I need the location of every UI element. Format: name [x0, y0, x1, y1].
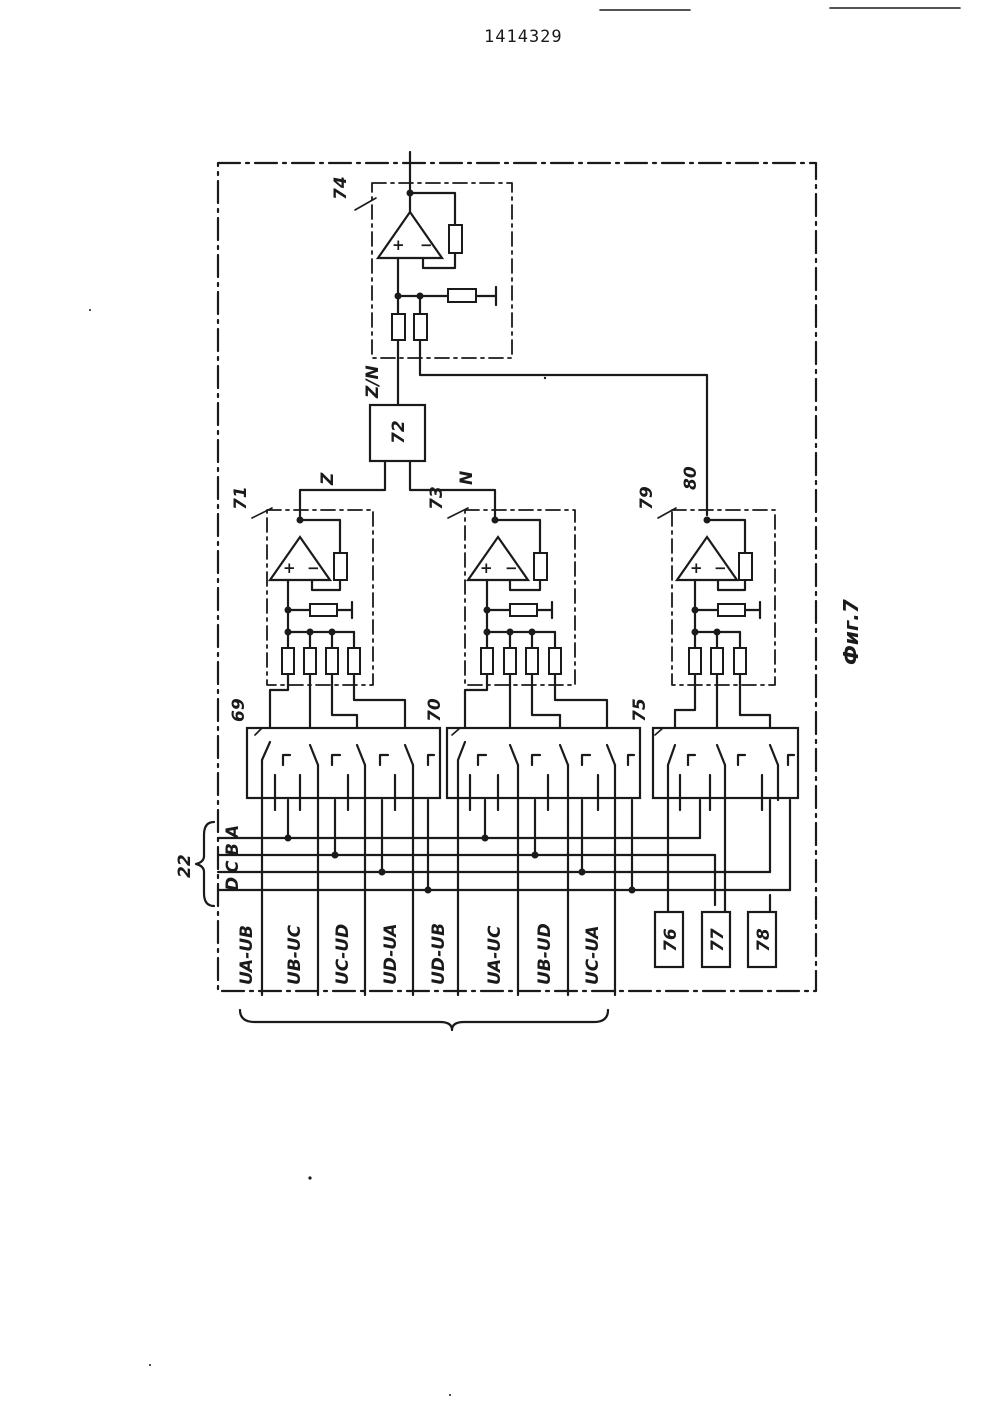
block-71: + −	[267, 510, 373, 685]
svg-text:−: −	[714, 559, 727, 577]
svg-text:−: −	[505, 559, 518, 577]
input-label: UC-UA	[583, 925, 603, 985]
resistor	[392, 314, 405, 340]
label-73: 73	[427, 486, 447, 510]
input-label: UC-UD	[333, 924, 353, 985]
input-label: UD-UA	[381, 924, 401, 985]
input-label: UB-UD	[535, 923, 555, 985]
svg-text:−: −	[307, 559, 320, 577]
document-number: 1414329	[484, 27, 563, 47]
z-wire	[300, 461, 385, 517]
resistor	[414, 314, 427, 340]
opamp-plus: +	[392, 236, 405, 254]
svg-text:+: +	[283, 559, 296, 577]
label-80: 80	[681, 466, 701, 490]
label-74: 74	[331, 176, 351, 200]
label-76: 76	[661, 928, 681, 952]
block-79: + −	[672, 510, 775, 685]
label-22: 22	[175, 854, 195, 878]
control-bus	[218, 800, 790, 905]
bus-brace	[196, 822, 214, 906]
input-label: UB-UC	[285, 924, 305, 985]
block-73: + −	[465, 510, 575, 685]
bus-line-c: C	[223, 860, 243, 873]
signal-z: Z	[318, 472, 338, 486]
label-69: 69	[229, 698, 249, 722]
label-79: 79	[637, 486, 657, 510]
svg-text:+: +	[690, 559, 703, 577]
input-label: UA-UC	[485, 925, 505, 985]
signal-n: N	[457, 471, 477, 485]
bus-line-b: B	[223, 843, 243, 856]
svg-text:+: +	[480, 559, 493, 577]
input-label: UD-UB	[429, 923, 449, 985]
inputs-brace	[240, 1010, 608, 1030]
switch-block-70	[447, 728, 640, 798]
opamp-minus: −	[420, 236, 433, 254]
figure-caption: Фиг.7	[839, 599, 863, 665]
label-77: 77	[708, 928, 728, 952]
leader	[252, 508, 272, 518]
signal-zn: Z/N	[363, 365, 383, 399]
leader	[658, 508, 676, 518]
resistor	[449, 225, 462, 253]
resistor	[448, 289, 476, 302]
input-label: UA-UB	[237, 925, 257, 985]
wire-80	[420, 340, 707, 515]
n-wire	[410, 461, 495, 517]
bus-line-d: D	[223, 877, 243, 891]
label-70: 70	[425, 698, 445, 722]
bus-line-a: A	[223, 825, 243, 840]
label-71: 71	[231, 486, 251, 510]
label-78: 78	[754, 928, 774, 952]
label-72: 72	[389, 420, 409, 444]
label-75: 75	[630, 698, 650, 722]
